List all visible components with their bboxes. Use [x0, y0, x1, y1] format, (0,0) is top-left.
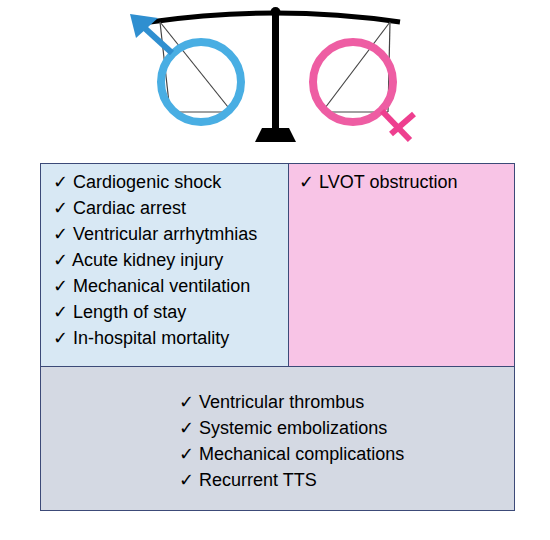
- checklist-item: ✓ In-hospital mortality: [53, 325, 288, 351]
- checklist-item: ✓ Systemic embolizations: [179, 415, 514, 441]
- checklist-item: ✓ Mechanical ventilation: [53, 273, 288, 299]
- checklist-item: ✓ Cardiogenic shock: [53, 169, 288, 195]
- checklist-item: ✓ Ventricular arrhytmhias: [53, 221, 288, 247]
- shared-outcomes-box: ✓ Ventricular thrombus✓ Systemic emboliz…: [40, 366, 515, 511]
- checklist-item: ✓ Acute kidney injury: [53, 247, 288, 273]
- checklist-item: ✓ Cardiac arrest: [53, 195, 288, 221]
- male-outcomes-box: ✓ Cardiogenic shock✓ Cardiac arrest✓ Ven…: [40, 163, 289, 367]
- checklist-item: ✓ LVOT obstruction: [299, 169, 514, 195]
- checklist-item: ✓ Length of stay: [53, 299, 288, 325]
- female-outcomes-box: ✓ LVOT obstruction: [288, 163, 515, 367]
- balance-scale-illustration: [0, 0, 550, 160]
- checklist-item: ✓ Ventricular thrombus: [179, 389, 514, 415]
- checklist-item: ✓ Recurrent TTS: [179, 467, 514, 493]
- checklist-item: ✓ Mechanical complications: [179, 441, 514, 467]
